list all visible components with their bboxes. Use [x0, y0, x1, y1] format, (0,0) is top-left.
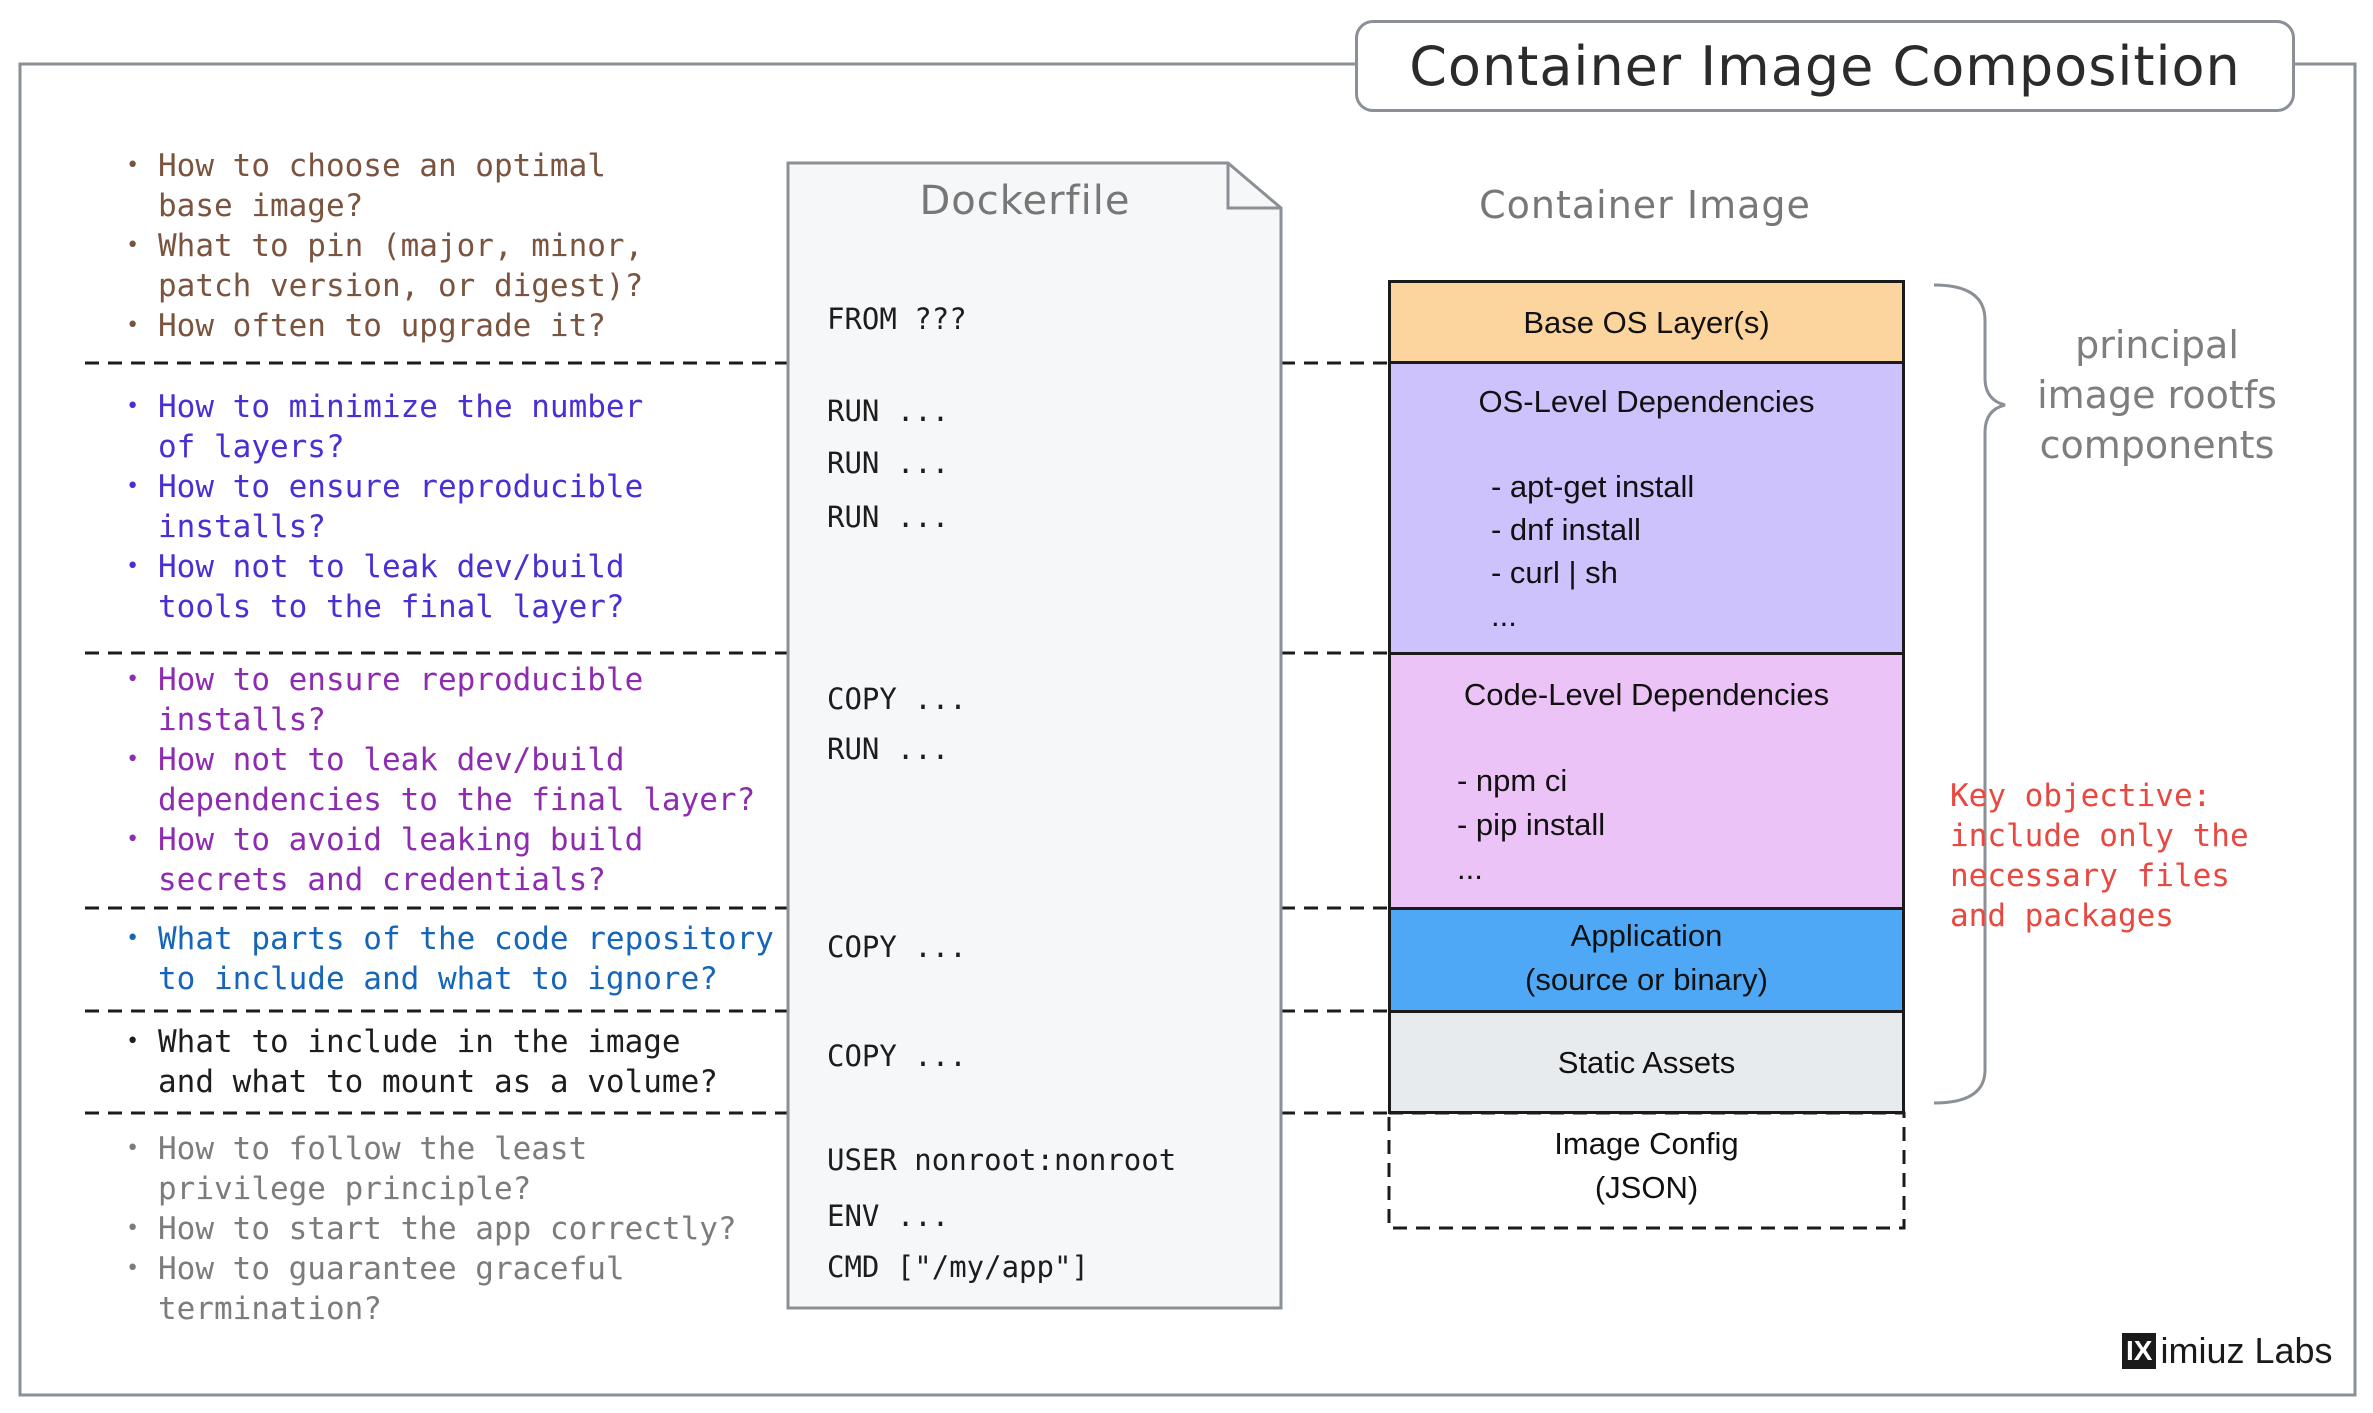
layer-item: - dnf install	[1491, 512, 1641, 547]
layer-item: - npm ci	[1457, 763, 1568, 798]
image-config-box	[1387, 1111, 1906, 1230]
questions-base-image: How to choose an optimal base image? Wha…	[118, 146, 643, 346]
key-objective-note: Key objective: include only the necessar…	[1950, 778, 2249, 934]
layer-image-config: Image Config (JSON)	[1388, 1126, 1905, 1206]
container-image-title: Container Image	[1479, 183, 1811, 227]
layer-application: Application (source or binary)	[1388, 907, 1905, 1013]
questions-code-deps: How to ensure reproducible installs? How…	[118, 660, 755, 900]
cmd-cmd: CMD ["/my/app"]	[827, 1250, 1089, 1284]
question-item: How not to leak dev/build tools to the f…	[118, 547, 643, 627]
layer-item: ...	[1457, 851, 1483, 886]
layer-title: Static Assets	[1557, 1045, 1736, 1080]
question-item: How to guarantee graceful termination?	[118, 1249, 737, 1329]
layer-title: Application	[1570, 918, 1723, 953]
question-item: How to minimize the number of layers?	[118, 387, 643, 467]
cmd-copy: COPY ...	[827, 930, 967, 964]
cmd-run: RUN ...	[827, 394, 950, 428]
cmd-run: RUN ...	[827, 732, 950, 766]
questions-application: What parts of the code repository to inc…	[118, 919, 774, 999]
question-item: What parts of the code repository to inc…	[118, 919, 774, 999]
cmd-copy: COPY ...	[827, 682, 967, 716]
layer-base-os: Base OS Layer(s)	[1388, 280, 1905, 364]
layer-subtitle: (source or binary)	[1525, 962, 1768, 997]
questions-image-config: How to follow the least privilege princi…	[118, 1129, 737, 1329]
question-item: How to start the app correctly?	[118, 1209, 737, 1249]
question-item: How to ensure reproducible installs?	[118, 467, 643, 547]
question-item: How to choose an optimal base image?	[118, 146, 643, 226]
layer-subtitle: (JSON)	[1594, 1170, 1699, 1205]
layer-item: - apt-get install	[1491, 469, 1695, 504]
layer-static-assets: Static Assets	[1388, 1010, 1905, 1114]
dockerfile-document	[786, 161, 1283, 1310]
layer-title: OS-Level Dependencies	[1478, 384, 1815, 419]
cmd-env: ENV ...	[827, 1199, 950, 1233]
question-item: How often to upgrade it?	[118, 306, 643, 346]
question-item: How not to leak dev/build dependencies t…	[118, 740, 755, 820]
cmd-copy: COPY ...	[827, 1039, 967, 1073]
brand-logo: IX imiuz Labs	[2122, 1330, 2333, 1372]
layer-title: Image Config	[1554, 1126, 1739, 1161]
layer-item: ...	[1491, 598, 1517, 633]
brand-mark: IX	[2122, 1333, 2157, 1369]
questions-static-assets: What to include in the image and what to…	[118, 1022, 718, 1102]
layer-item: - curl | sh	[1491, 555, 1618, 590]
cmd-from: FROM ???	[827, 302, 967, 336]
cmd-user: USER nonroot:nonroot	[827, 1143, 1177, 1177]
cmd-run: RUN ...	[827, 500, 950, 534]
question-item: What to include in the image and what to…	[118, 1022, 718, 1102]
layer-item: - pip install	[1457, 807, 1606, 842]
question-item: How to avoid leaking build secrets and c…	[118, 820, 755, 900]
questions-os-deps: How to minimize the number of layers? Ho…	[118, 387, 643, 627]
diagram-title: Container Image Composition	[1355, 20, 2295, 112]
layer-code-deps: Code-Level Dependencies - npm ci - pip i…	[1388, 652, 1905, 910]
layer-os-deps: OS-Level Dependencies - apt-get install …	[1388, 361, 1905, 655]
question-item: How to follow the least privilege princi…	[118, 1129, 737, 1209]
question-item: What to pin (major, minor, patch version…	[118, 226, 643, 306]
dockerfile-title: Dockerfile	[919, 178, 1131, 224]
brace	[1933, 283, 2006, 1105]
question-item: How to ensure reproducible installs?	[118, 660, 755, 740]
cmd-run: RUN ...	[827, 446, 950, 480]
layer-title: Base OS Layer(s)	[1523, 305, 1770, 340]
brand-name: imiuz Labs	[2160, 1330, 2333, 1371]
principal-components-label: principal image rootfs components	[2037, 323, 2277, 467]
layer-title: Code-Level Dependencies	[1463, 677, 1830, 712]
